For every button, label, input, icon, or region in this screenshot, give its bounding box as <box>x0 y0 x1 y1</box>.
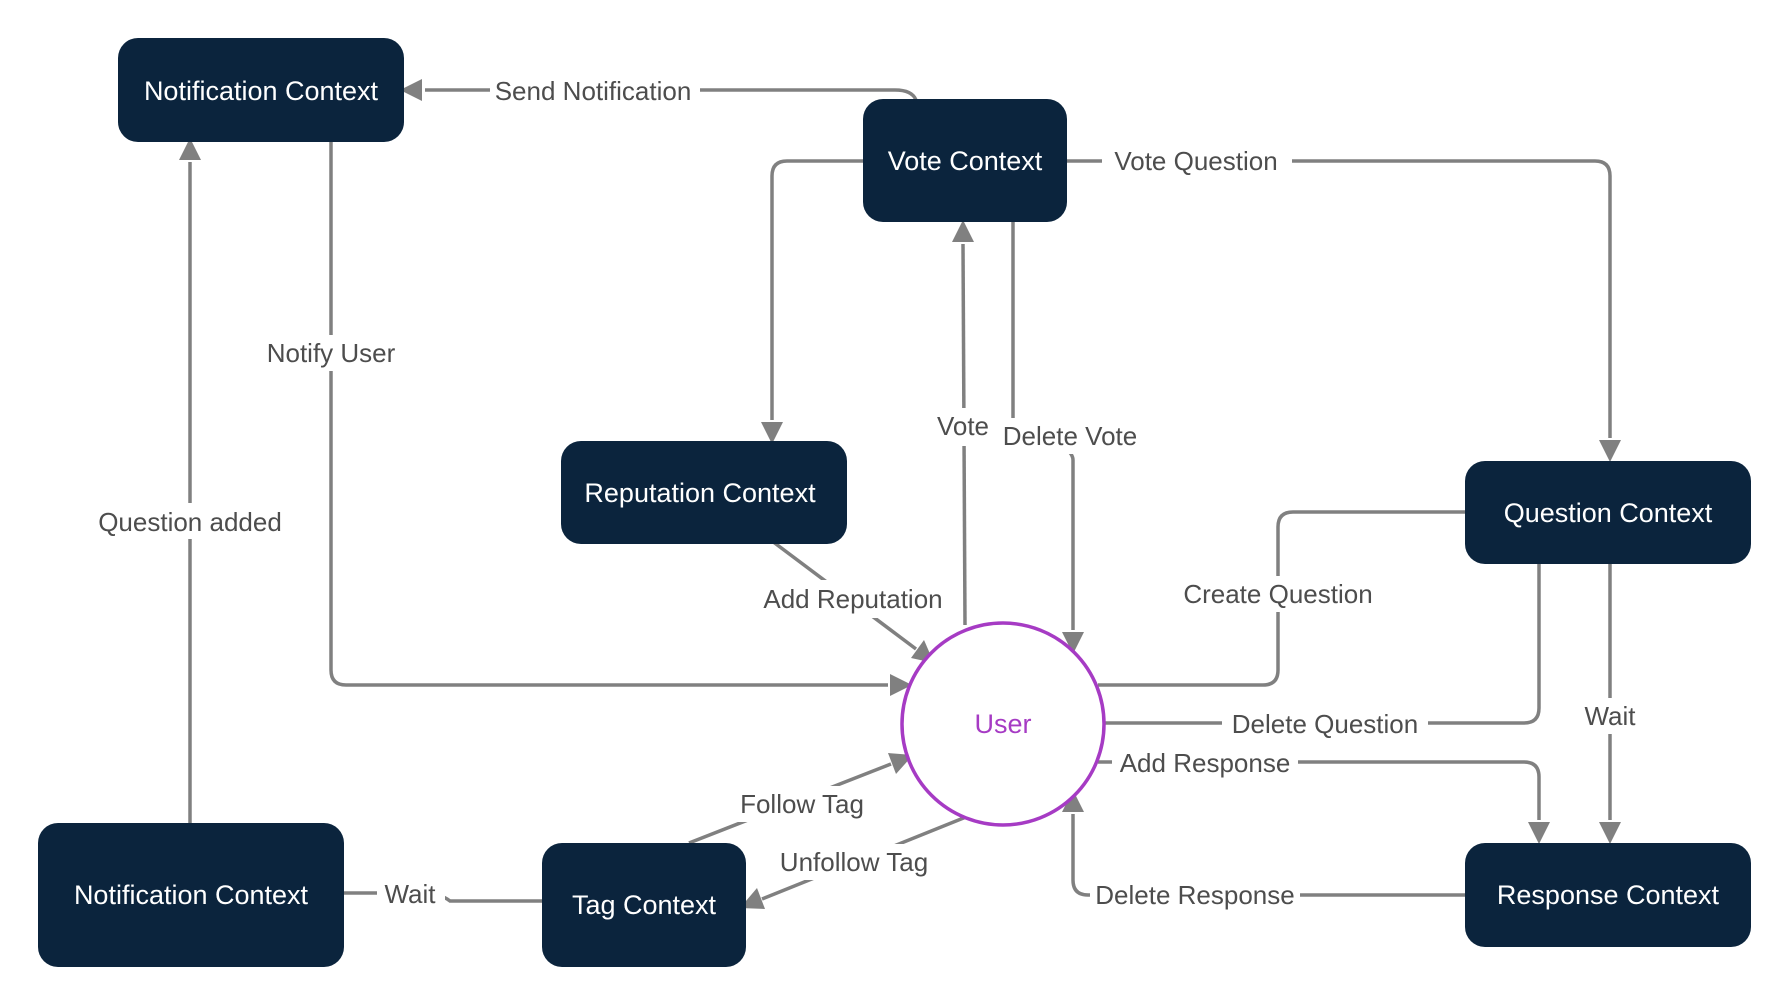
edge-delete-question[interactable] <box>1104 562 1541 725</box>
node-response-context[interactable]: Response Context <box>1465 843 1751 947</box>
edge-notify-user[interactable] <box>329 141 888 687</box>
node-notification-context-bottom[interactable]: Notification Context <box>38 823 344 967</box>
node-label: Vote Context <box>888 146 1043 176</box>
edge-send-notification[interactable] <box>425 88 918 101</box>
node-question-context[interactable]: Question Context <box>1465 461 1751 564</box>
node-label: Reputation Context <box>584 478 816 508</box>
node-label: Tag Context <box>572 890 717 920</box>
arrow-vote <box>952 220 974 242</box>
arrow-send-notification <box>400 79 422 101</box>
label-delete-question: Delete Question <box>1232 709 1418 739</box>
edge-add-response[interactable] <box>1098 760 1541 820</box>
arrow-question-added <box>179 138 201 160</box>
label-wait-notification-tag: Wait <box>384 879 436 909</box>
edge-delete-response[interactable] <box>1071 814 1465 897</box>
label-delete-response: Delete Response <box>1095 880 1294 910</box>
label-vote-question: Vote Question <box>1114 146 1277 176</box>
arrow-delete-response <box>1062 790 1084 812</box>
label-question-added: Question added <box>98 507 282 537</box>
arrow-add-response <box>1528 822 1550 844</box>
node-reputation-context[interactable]: Reputation Context <box>561 441 847 544</box>
node-tag-context[interactable]: Tag Context <box>542 843 746 967</box>
node-label: User <box>974 709 1031 739</box>
label-send-notification: Send Notification <box>495 76 692 106</box>
node-vote-context[interactable]: Vote Context <box>863 99 1067 222</box>
arrow-vote-question <box>1599 440 1621 462</box>
label-follow-tag: Follow Tag <box>740 789 864 819</box>
node-label: Question Context <box>1504 498 1713 528</box>
label-wait-question-response: Wait <box>1584 701 1636 731</box>
node-notification-context-top[interactable]: Notification Context <box>118 38 404 142</box>
edge-labels: Send Notification Vote Question Notify U… <box>90 74 1648 913</box>
edge-vote-question[interactable] <box>1067 159 1612 438</box>
arrow-delete-vote <box>1062 632 1084 654</box>
arrow-unfollow-tag <box>740 888 765 909</box>
label-add-reputation: Add Reputation <box>763 584 942 614</box>
label-delete-vote: Delete Vote <box>1003 421 1137 451</box>
node-user[interactable]: User <box>900 621 1106 827</box>
arrow-notify-user <box>890 674 912 696</box>
label-add-response: Add Response <box>1120 748 1291 778</box>
arrow-wait-question-response <box>1599 822 1621 844</box>
node-label: Notification Context <box>144 76 379 106</box>
label-unfollow-tag: Unfollow Tag <box>780 847 928 877</box>
label-vote: Vote <box>937 411 989 441</box>
label-notify-user: Notify User <box>267 338 396 368</box>
label-create-question: Create Question <box>1183 579 1372 609</box>
edge-vote-to-reputation[interactable] <box>770 159 863 420</box>
node-label: Response Context <box>1497 880 1720 910</box>
node-label: Notification Context <box>74 880 309 910</box>
arrow-vote-to-reputation <box>761 422 783 444</box>
